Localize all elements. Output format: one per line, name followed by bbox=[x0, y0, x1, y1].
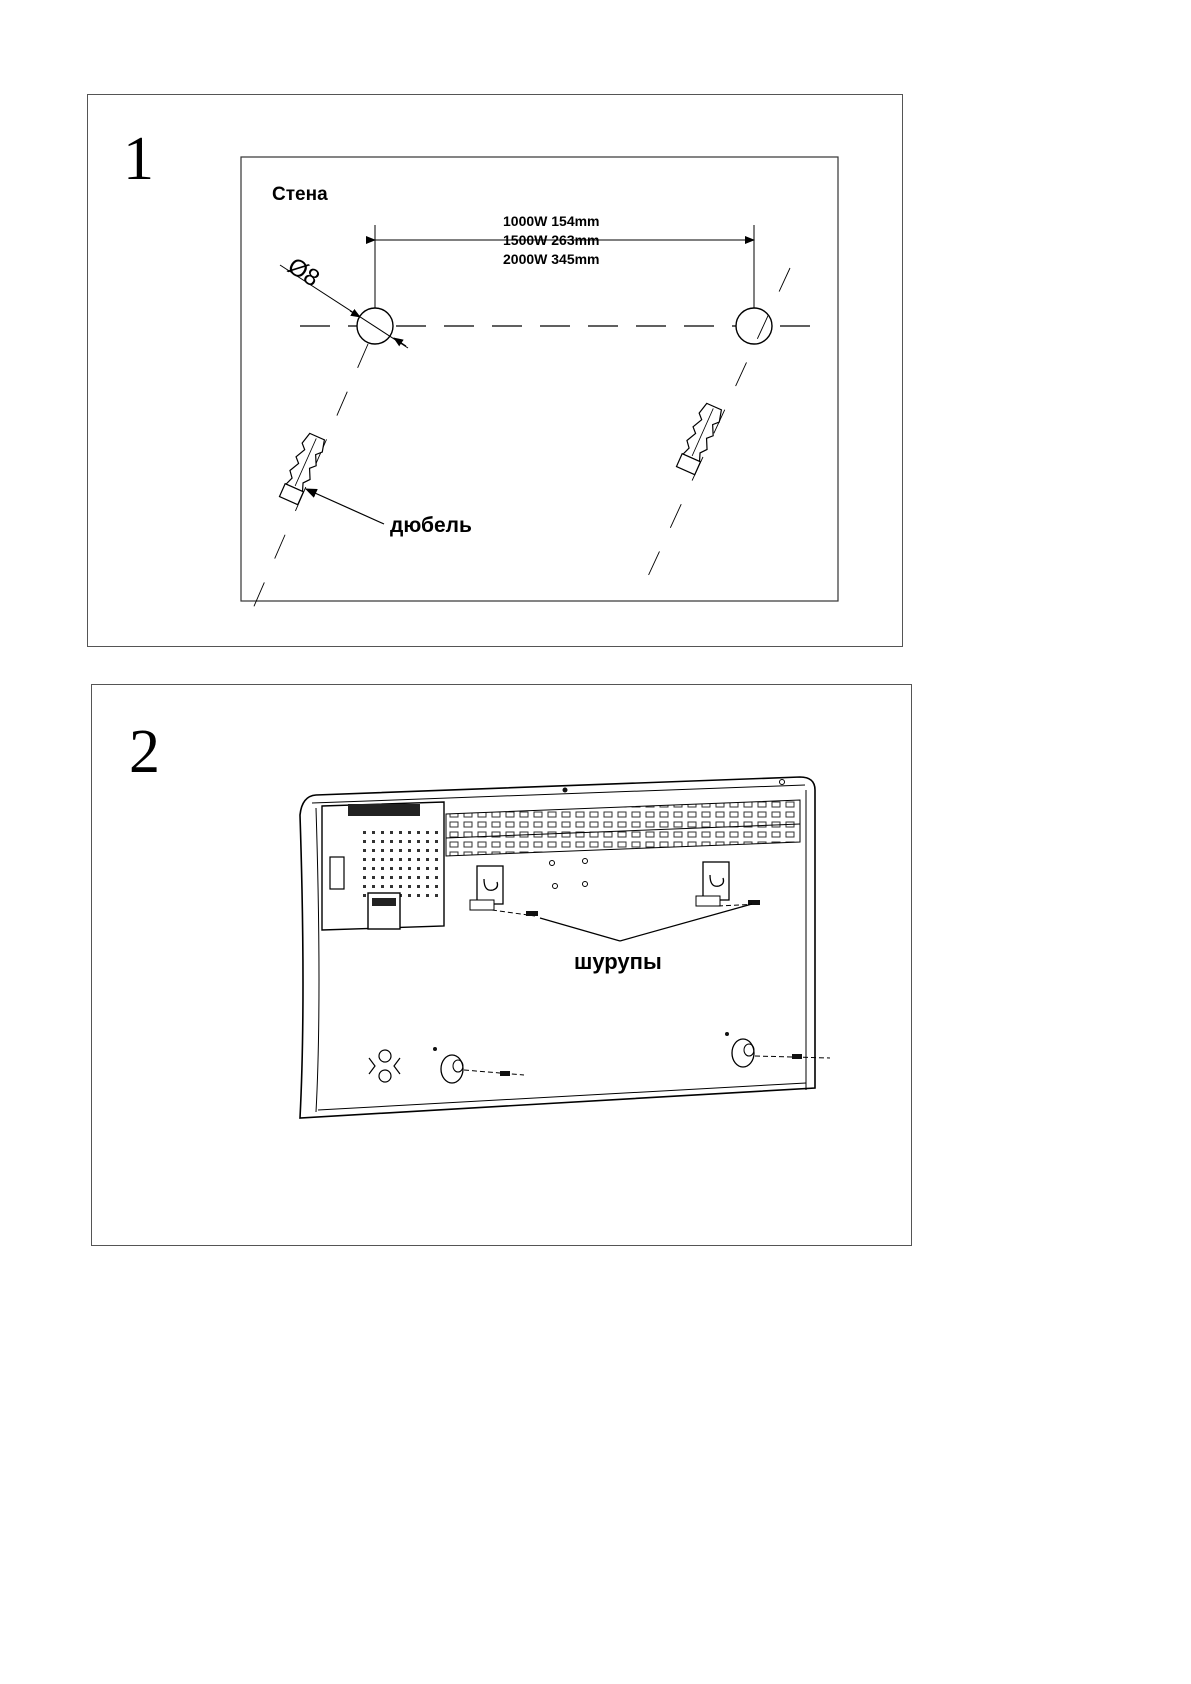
drill-hole-left bbox=[356, 307, 394, 345]
spacing-line-3: 2000W 345mm bbox=[503, 251, 600, 267]
insertion-axis-left bbox=[247, 343, 369, 621]
drill-hole-right bbox=[735, 307, 773, 345]
adjuster-knob bbox=[368, 1049, 401, 1083]
insertion-axis-right bbox=[637, 267, 791, 599]
screws-leader-left bbox=[539, 917, 621, 942]
spacing-line-1: 1000W 154mm bbox=[503, 213, 600, 229]
bracket-right bbox=[695, 861, 730, 907]
step-2-number: 2 bbox=[129, 718, 160, 786]
foot-mount-right bbox=[725, 1032, 755, 1068]
screws-leader-right bbox=[619, 903, 753, 942]
bracket-left bbox=[469, 865, 504, 911]
foot-mount-left bbox=[433, 1047, 464, 1084]
spacing-line-2: 1500W 263mm bbox=[503, 232, 600, 248]
power-switch bbox=[329, 856, 345, 890]
step-1-panel bbox=[87, 94, 903, 647]
screw-lower-right bbox=[792, 1054, 802, 1059]
dowel-left bbox=[278, 432, 326, 506]
vent-grille bbox=[445, 799, 801, 857]
control-box-top-strip bbox=[348, 804, 420, 816]
step-1-number: 1 bbox=[123, 125, 154, 193]
wall-diagram: Стена 1000W 154mm 1500W 263mm 2000W 345m… bbox=[240, 156, 839, 621]
screw-upper-right bbox=[748, 900, 760, 905]
heater-rear-view: шурупы bbox=[299, 776, 831, 1119]
control-box-vent bbox=[358, 828, 442, 900]
screw-upper-left bbox=[526, 911, 538, 916]
dowel-label: дюбель bbox=[390, 514, 472, 537]
diameter-leader bbox=[279, 264, 409, 349]
dowel-right bbox=[675, 402, 723, 476]
screw-lower-left bbox=[500, 1071, 510, 1076]
diameter-label: Ø8 bbox=[283, 252, 325, 292]
screws-label: шурупы bbox=[574, 949, 662, 974]
dowel-leader bbox=[304, 488, 385, 525]
wall-outline bbox=[240, 156, 839, 602]
wall-label: Стена bbox=[272, 184, 328, 205]
